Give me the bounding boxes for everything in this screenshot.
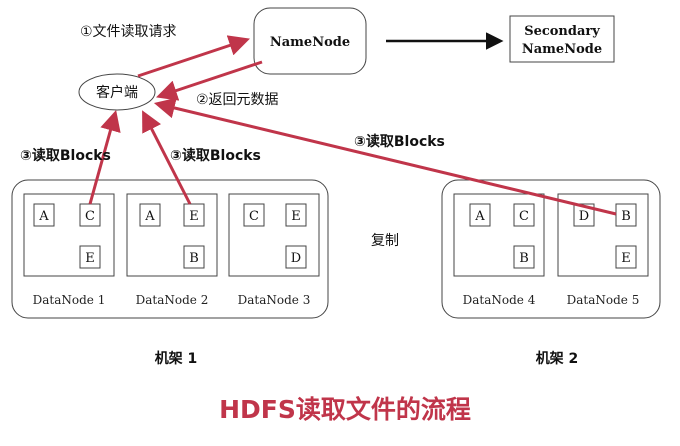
block-label: A (38, 209, 49, 224)
namenode-label: NameNode (270, 35, 350, 50)
block-label: A (474, 209, 485, 224)
block-e (615, 245, 637, 269)
rack-1-label: 机架 1 (155, 350, 198, 367)
step-read-label-2: ③读取Blocks (170, 147, 261, 164)
block-d (285, 245, 307, 269)
block-a (139, 203, 161, 227)
block-label: B (519, 251, 529, 266)
block-label: C (85, 209, 95, 224)
datanode-3-label: DataNode 3 (238, 293, 311, 307)
datanode-2-label: DataNode 2 (136, 293, 209, 307)
block-label: C (519, 209, 529, 224)
block-b (183, 245, 205, 269)
block-label: D (579, 209, 589, 224)
block-c (513, 203, 535, 227)
secondary-label-line1: Secondary (524, 24, 600, 39)
step-metadata-label: ②返回元数据 (196, 92, 279, 108)
diagram-title: HDFS读取文件的流程 (219, 395, 471, 424)
datanode-1-label: DataNode 1 (33, 293, 106, 307)
namenode-box (253, 7, 367, 75)
block-label: B (189, 251, 199, 266)
block-b (513, 245, 535, 269)
block-d (573, 203, 595, 227)
block-label: C (249, 209, 259, 224)
step-read-label-3: ③读取Blocks (354, 133, 445, 150)
request-arrow (137, 35, 250, 78)
replication-label: 复制 (371, 232, 399, 249)
block-label: E (621, 251, 631, 266)
block-a (469, 203, 491, 227)
block-label: B (621, 209, 631, 224)
block-b (615, 203, 637, 227)
block-label: D (291, 251, 301, 266)
block-label: A (144, 209, 155, 224)
metadata-arrow (156, 60, 263, 101)
read-arrow-datanode-2 (142, 110, 192, 205)
block-c (243, 203, 265, 227)
step-request-label: ①文件读取请求 (80, 23, 177, 40)
read-arrow-datanode-5 (153, 97, 617, 216)
read-arrow-datanode-1 (88, 109, 121, 205)
block-a (33, 203, 55, 227)
block-e (285, 203, 307, 227)
block-label: E (85, 251, 95, 266)
datanode-4-label: DataNode 4 (463, 293, 536, 307)
step-read-label-1: ③读取Blocks (20, 147, 111, 164)
secondary-namenode-box (509, 15, 615, 63)
client-label: 客户端 (96, 84, 138, 101)
block-e (183, 203, 205, 227)
block-e (79, 245, 101, 269)
block-label: E (291, 209, 301, 224)
block-label: E (189, 209, 199, 224)
secondary-label-line2: NameNode (522, 42, 602, 57)
rack-2-label: 机架 2 (536, 350, 579, 367)
datanode-5-label: DataNode 5 (567, 293, 640, 307)
